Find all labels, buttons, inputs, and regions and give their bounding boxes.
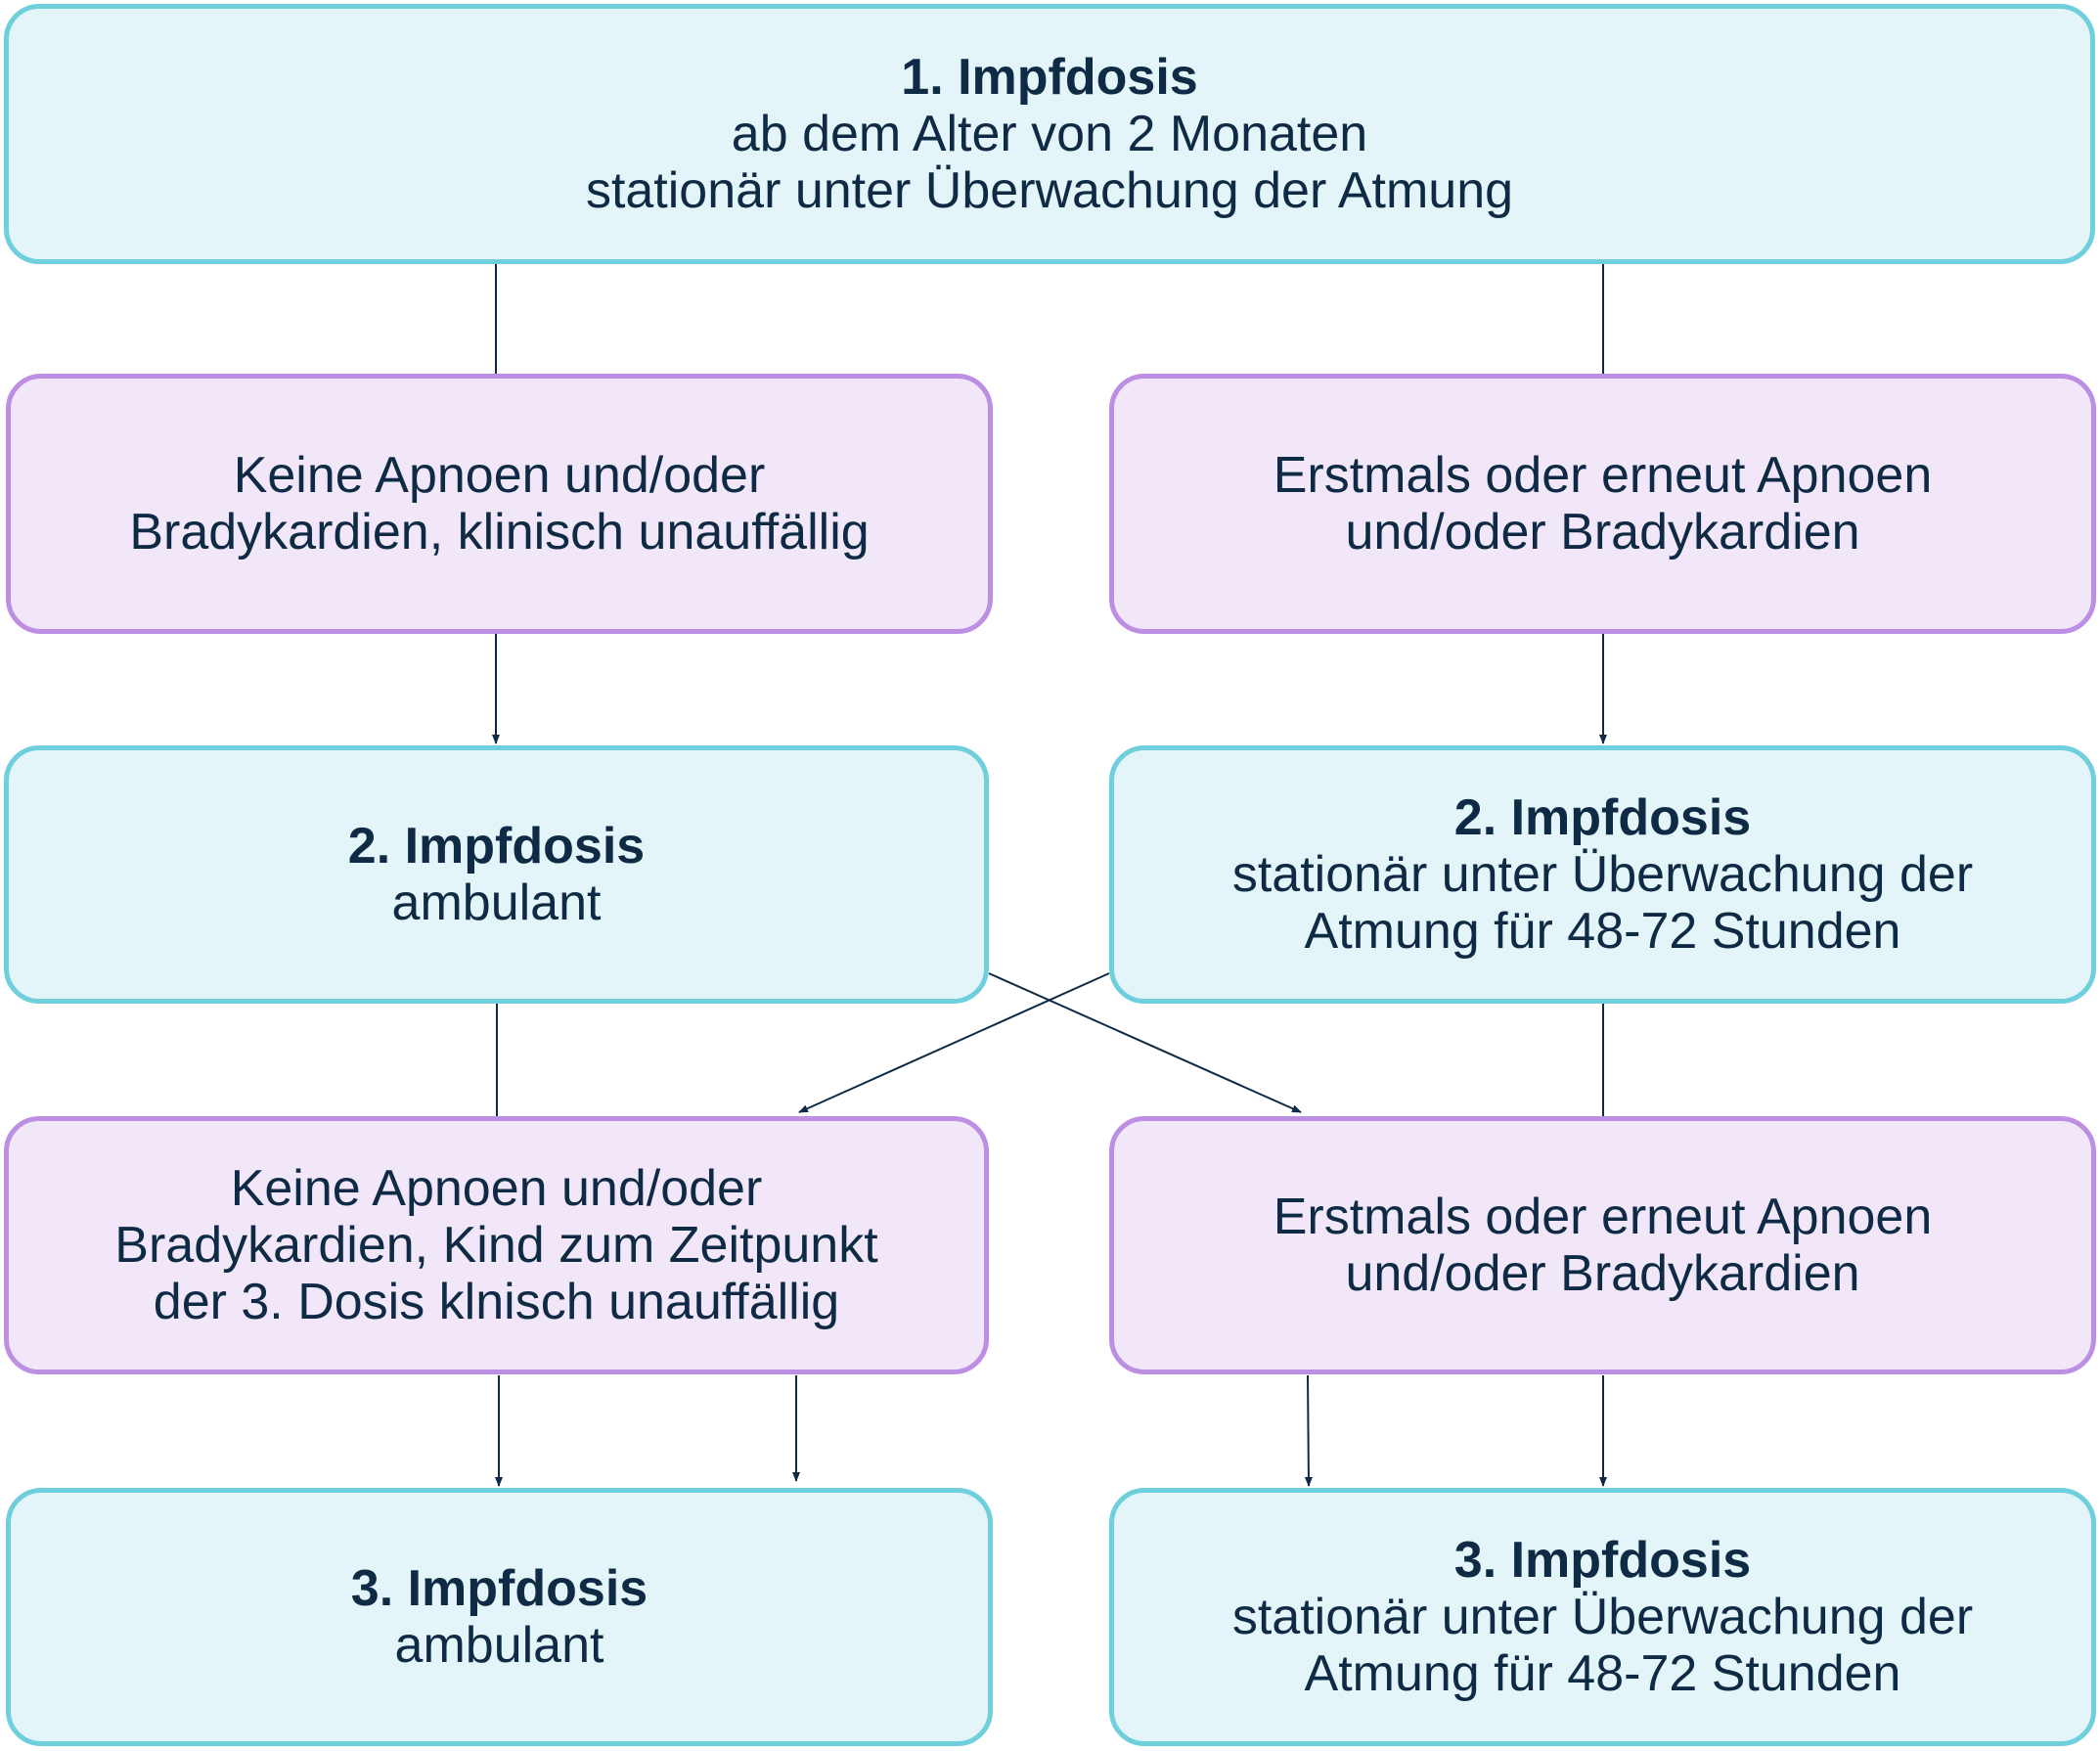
no-apnea-after-second-dose-line-2: Bradykardien, Kind zum Zeitpunkt xyxy=(114,1216,878,1274)
arrow-apnea-to-third-dose-inpatient-a xyxy=(1304,1374,1313,1487)
apnea-after-first-dose-line-1: Erstmals oder erneut Apnoen xyxy=(1273,446,1933,504)
third-dose-inpatient-line-1: stationär unter Überwachung der xyxy=(1231,1588,1974,1645)
arrow-second-dose-outpatient-to-apnea xyxy=(988,972,1302,1113)
apnea-after-second-dose-line-1: Erstmals oder erneut Apnoen xyxy=(1273,1188,1933,1245)
first-dose-line-2: stationär unter Überwachung der Atmung xyxy=(585,162,1514,220)
second-dose-outpatient-title: 2. Impfdosis xyxy=(347,817,646,875)
second-dose-inpatient-title: 2. Impfdosis xyxy=(1453,788,1752,846)
no-apnea-after-first-dose-box: Keine Apnoen und/oder Bradykardien, klin… xyxy=(6,374,993,634)
second-dose-outpatient-line-1: ambulant xyxy=(391,875,602,931)
first-dose-line-1: ab dem Alter von 2 Monaten xyxy=(731,105,1368,162)
apnea-after-first-dose-box: Erstmals oder erneut Apnoen und/oder Bra… xyxy=(1109,374,2096,634)
no-apnea-after-first-dose-line-2: Bradykardien, klinisch unauffällig xyxy=(129,504,870,561)
third-dose-inpatient-title: 3. Impfdosis xyxy=(1453,1531,1752,1589)
third-dose-inpatient-box: 3. Impfdosis stationär unter Überwachung… xyxy=(1109,1488,2096,1746)
no-apnea-after-second-dose-box: Keine Apnoen und/oder Bradykardien, Kind… xyxy=(4,1116,989,1374)
third-dose-outpatient-box: 3. Impfdosis ambulant xyxy=(6,1488,993,1746)
no-apnea-after-second-dose-line-1: Keine Apnoen und/oder xyxy=(230,1159,763,1217)
second-dose-outpatient-box: 2. Impfdosis ambulant xyxy=(4,745,989,1004)
second-dose-inpatient-line-2: Atmung für 48-72 Stunden xyxy=(1304,903,1901,961)
second-dose-inpatient-line-1: stationär unter Überwachung der xyxy=(1231,845,1974,903)
third-dose-outpatient-title: 3. Impfdosis xyxy=(350,1559,648,1617)
arrow-second-dose-inpatient-to-no-apnea xyxy=(798,972,1110,1113)
third-dose-inpatient-line-2: Atmung für 48-72 Stunden xyxy=(1304,1645,1901,1703)
first-dose-title: 1. Impfdosis xyxy=(901,48,1198,106)
no-apnea-after-second-dose-line-3: der 3. Dosis klnisch unauffällig xyxy=(153,1274,840,1331)
apnea-after-first-dose-line-2: und/oder Bradykardien xyxy=(1345,504,1860,561)
no-apnea-after-first-dose-line-1: Keine Apnoen und/oder xyxy=(233,446,766,504)
second-dose-inpatient-box: 2. Impfdosis stationär unter Überwachung… xyxy=(1109,745,2096,1004)
apnea-after-second-dose-line-2: und/oder Bradykardien xyxy=(1345,1245,1860,1302)
apnea-after-second-dose-box: Erstmals oder erneut Apnoen und/oder Bra… xyxy=(1109,1116,2096,1374)
third-dose-outpatient-line-1: ambulant xyxy=(394,1617,604,1674)
first-dose-box: 1. Impfdosis ab dem Alter von 2 Monaten … xyxy=(4,4,2095,264)
